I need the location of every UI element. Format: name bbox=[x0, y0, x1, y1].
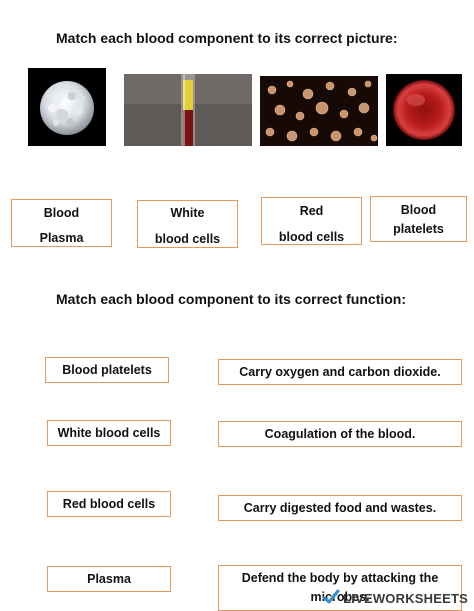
function-coagulation[interactable]: Coagulation of the blood. bbox=[218, 421, 462, 447]
watermark-text: LIVEWORKSHEETS bbox=[343, 591, 468, 606]
heading-functions: Match each blood component to its correc… bbox=[56, 291, 407, 307]
label-blood-plasma[interactable]: Blood Plasma bbox=[11, 199, 112, 247]
red-blood-cell-image bbox=[386, 74, 462, 146]
component-blood-platelets[interactable]: Blood platelets bbox=[45, 357, 169, 383]
platelets-image bbox=[260, 76, 378, 146]
function-carry-food[interactable]: Carry digested food and wastes. bbox=[218, 495, 462, 521]
label-red-blood-cells[interactable]: Red blood cells bbox=[261, 197, 362, 245]
heading-pictures: Match each blood component to its correc… bbox=[56, 30, 398, 46]
test-tube-image bbox=[124, 74, 252, 146]
label-white-blood-cells[interactable]: White blood cells bbox=[137, 200, 238, 248]
liveworksheets-watermark: LIVEWORKSHEETS bbox=[322, 589, 468, 608]
label-blood-platelets[interactable]: Blood platelets bbox=[370, 196, 467, 242]
component-red-blood-cells[interactable]: Red blood cells bbox=[47, 491, 171, 517]
liveworksheets-logo-icon bbox=[322, 589, 340, 608]
component-white-blood-cells[interactable]: White blood cells bbox=[47, 420, 171, 446]
white-blood-cell-image bbox=[28, 68, 106, 146]
component-plasma[interactable]: Plasma bbox=[47, 566, 171, 592]
function-carry-oxygen[interactable]: Carry oxygen and carbon dioxide. bbox=[218, 359, 462, 385]
